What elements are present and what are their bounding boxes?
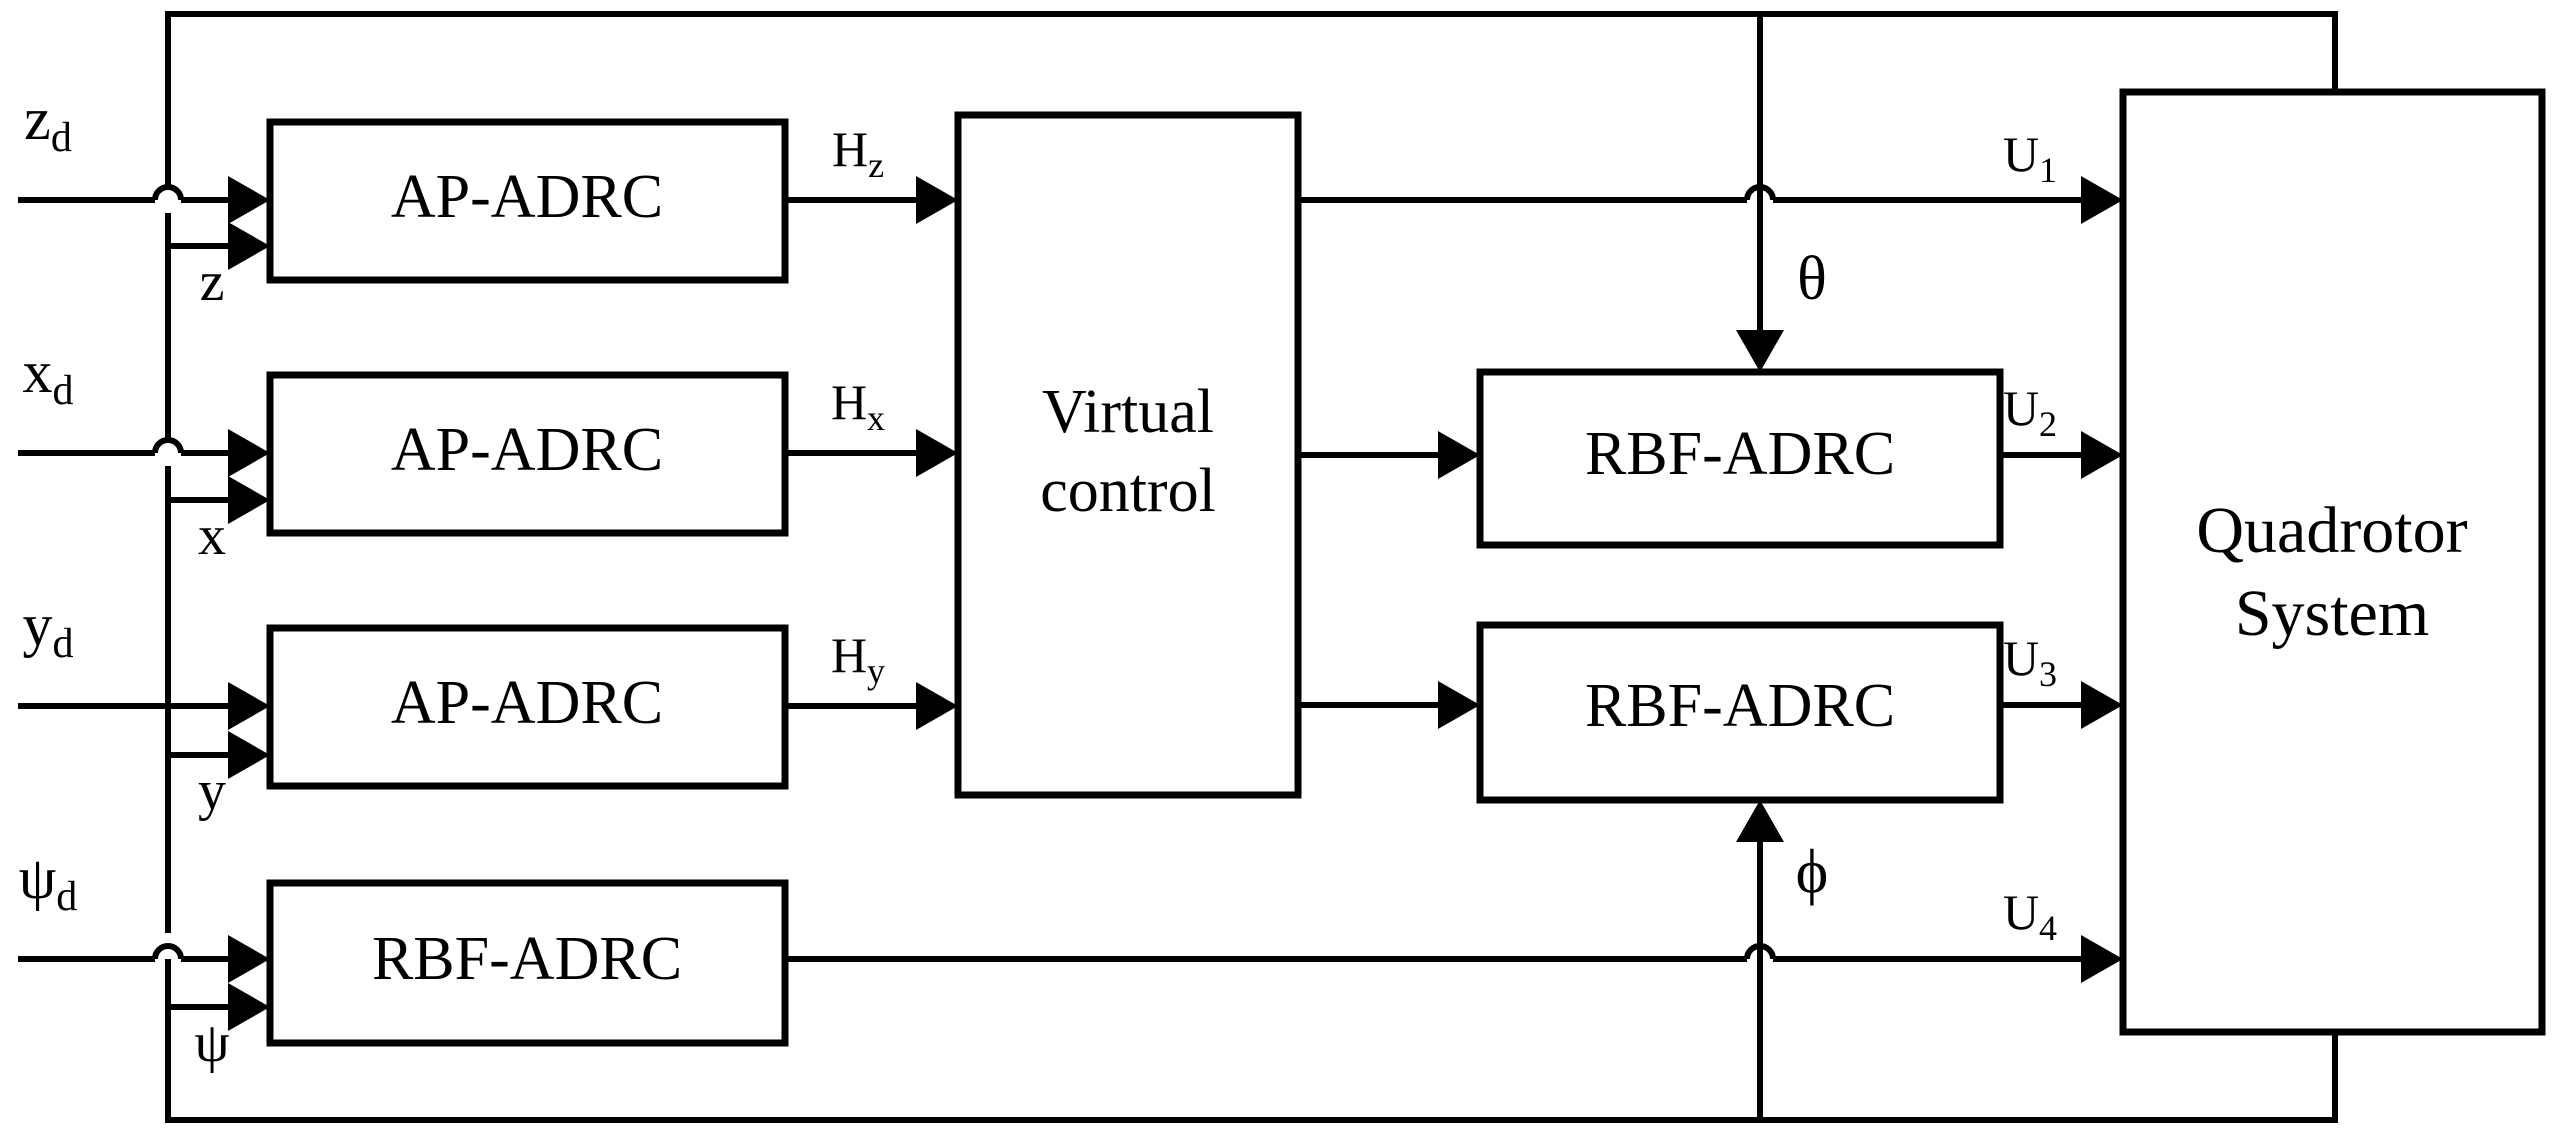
arrow-hz-to-virtual-control	[916, 176, 958, 224]
block-rbf-adrc-theta[interactable]	[1476, 368, 2004, 549]
label-U4-base: U	[2003, 884, 2039, 940]
label-xd-sub: d	[53, 368, 74, 414]
label-theta: θ	[1797, 245, 1827, 313]
psid-bus-hop	[152, 943, 184, 960]
arrow-phi-into-rbf-adrc-phi	[1736, 800, 1784, 842]
block-ap-adrc-z[interactable]	[266, 118, 789, 284]
label-yd: yd	[23, 592, 74, 667]
label-Hz-base: H	[832, 121, 868, 177]
label-zd-sub: d	[51, 115, 72, 161]
label-U2: U2	[2003, 380, 2057, 444]
zd-bus-hop	[152, 184, 184, 201]
arrow-x-to-ap-adrc-x	[228, 476, 270, 524]
block-virtual-control[interactable]	[954, 111, 1302, 799]
label-virtual-control-line2: control	[1040, 457, 1216, 525]
label-psid-base: ψ	[19, 845, 57, 911]
label-yd-sub: d	[53, 621, 74, 667]
label-U3-sub: 3	[2039, 654, 2057, 694]
label-rbf-adrc-phi: RBF-ADRC	[1585, 672, 1895, 740]
block-rbf-adrc-phi[interactable]	[1476, 621, 2004, 804]
label-psid: ψd	[19, 845, 78, 920]
arrow-u3-to-quadrotor	[2081, 681, 2123, 729]
arrow-u2-to-quadrotor	[2081, 431, 2123, 479]
label-Hz: Hz	[832, 121, 884, 185]
label-z-feedback: z	[200, 251, 225, 313]
label-rbf-adrc-theta: RBF-ADRC	[1585, 420, 1895, 488]
label-psid-sub: d	[56, 874, 77, 920]
block-ap-adrc-y[interactable]	[266, 624, 789, 790]
arrow-hx-to-virtual-control	[916, 429, 958, 477]
label-xd: xd	[23, 339, 74, 414]
bottom-feedback-wire	[165, 959, 2338, 1123]
xd-bus-hop	[152, 437, 184, 454]
label-ap-adrc-y: AP-ADRC	[391, 669, 663, 737]
arrow-xd-to-ap-adrc-x	[228, 429, 270, 477]
arrow-z-to-ap-adrc-z	[228, 222, 270, 270]
label-U2-base: U	[2003, 380, 2039, 436]
label-zd-base: z	[24, 86, 51, 152]
block-rbf-adrc-psi[interactable]	[266, 879, 789, 1047]
label-rbf-adrc-psi: RBF-ADRC	[372, 925, 682, 993]
arrow-vc-to-rbf-adrc-phi	[1438, 681, 1480, 729]
label-Hx-sub: x	[867, 398, 885, 438]
label-ap-adrc-z: AP-ADRC	[391, 163, 663, 231]
label-Hx: Hx	[831, 374, 885, 438]
block-quadrotor-system[interactable]	[2119, 88, 2546, 1036]
label-Hy: Hy	[831, 627, 885, 691]
label-xd-base: x	[23, 339, 53, 405]
label-zd: zd	[24, 86, 72, 161]
arrow-theta-into-rbf-adrc-theta	[1736, 330, 1784, 372]
label-y-feedback: y	[198, 760, 226, 822]
label-U2-sub: 2	[2039, 404, 2057, 444]
label-psi-feedback: ψ	[194, 1012, 229, 1074]
block-ap-adrc-x[interactable]	[266, 371, 789, 537]
label-x-feedback: x	[198, 505, 226, 567]
arrow-psi-to-rbf-adrc-psi	[228, 983, 270, 1031]
label-virtual-control-line1: Virtual	[1042, 378, 1214, 446]
arrow-hy-to-virtual-control	[916, 682, 958, 730]
arrow-u4-to-quadrotor	[2081, 935, 2123, 983]
label-ap-adrc-x: AP-ADRC	[391, 416, 663, 484]
arrow-vc-to-rbf-adrc-theta	[1438, 431, 1480, 479]
arrow-yd-to-ap-adrc-y	[228, 682, 270, 730]
top-feedback-wire	[165, 11, 2338, 187]
label-U1-sub: 1	[2039, 150, 2057, 190]
label-phi: ϕ	[1796, 838, 1829, 906]
label-U3-base: U	[2003, 630, 2039, 686]
label-U3: U3	[2003, 630, 2057, 694]
label-Hy-sub: y	[867, 651, 885, 691]
label-U1: U1	[2003, 126, 2057, 190]
label-U1-base: U	[2003, 126, 2039, 182]
arrow-psid-to-rbf-adrc-psi	[228, 935, 270, 983]
label-U4-sub: 4	[2039, 908, 2057, 948]
arrow-y-to-ap-adrc-y	[228, 731, 270, 779]
label-Hx-base: H	[831, 374, 867, 430]
label-U4: U4	[2003, 884, 2057, 948]
arrow-zd-to-ap-adrc-z	[228, 176, 270, 224]
label-Hy-base: H	[831, 627, 867, 683]
label-Hz-sub: z	[868, 145, 884, 185]
arrow-u1-to-quadrotor	[2081, 176, 2123, 224]
label-quadrotor-system-line1: Quadrotor	[2196, 494, 2467, 567]
label-quadrotor-system-line2: System	[2235, 577, 2429, 650]
label-yd-base: y	[23, 592, 53, 658]
